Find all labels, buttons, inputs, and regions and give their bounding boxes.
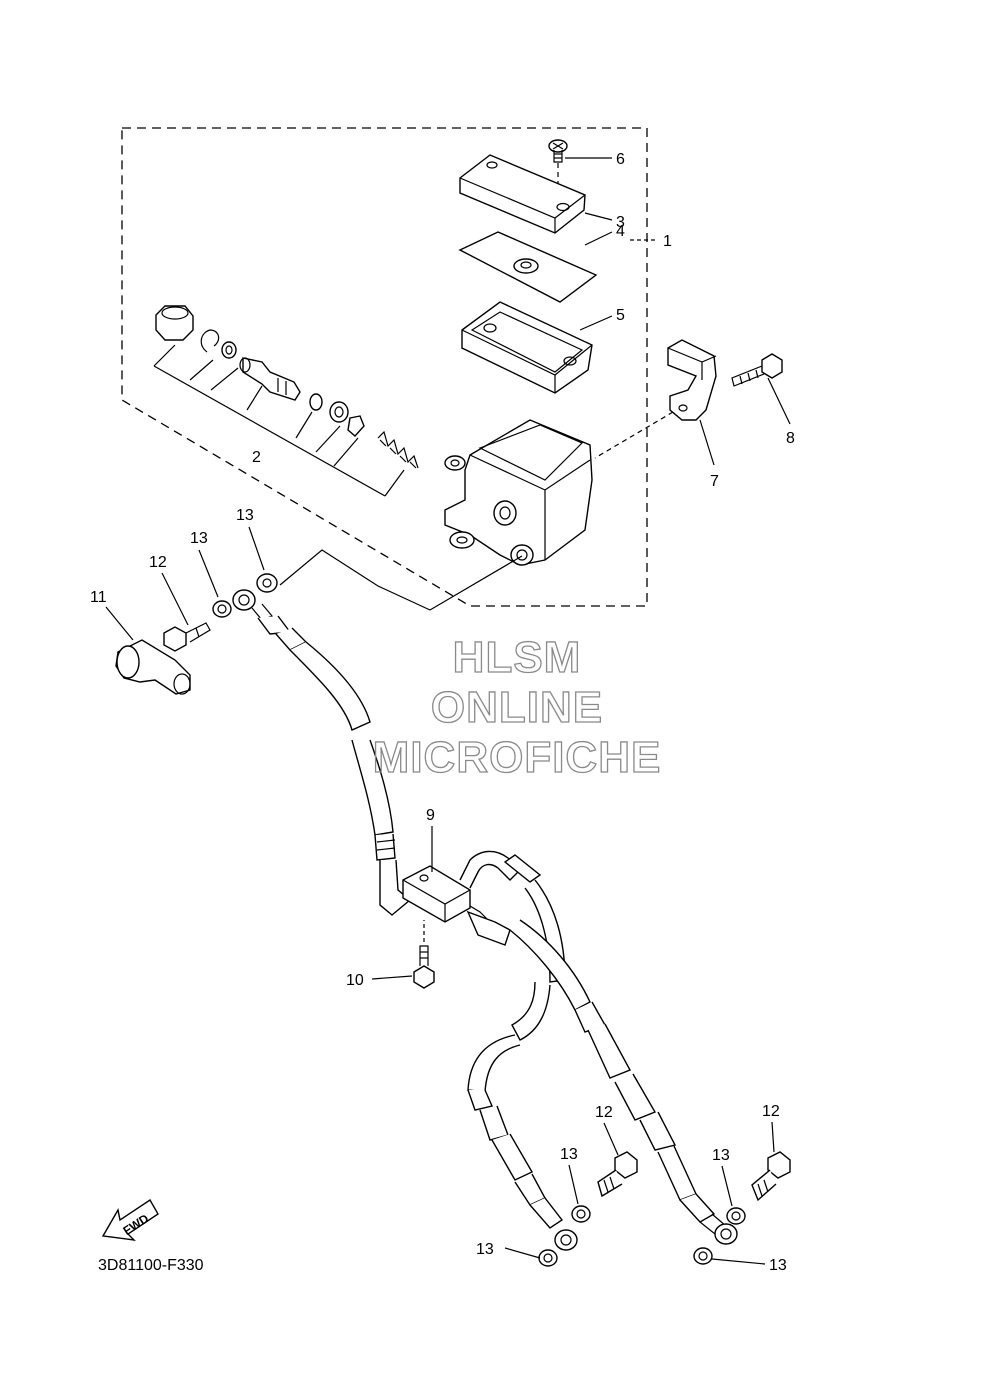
callout-13-b: 13 [190, 530, 208, 547]
cap-part [115, 639, 191, 695]
callout-9: 9 [426, 807, 435, 824]
brake-hose-part [232, 589, 412, 916]
washer-hole [543, 1253, 553, 1263]
forward-arrow-icon: FWD [101, 1199, 159, 1241]
callout-13-c: 13 [560, 1146, 578, 1163]
diaphragm-part [461, 301, 593, 394]
watermark-line-3: MICROFICHE [373, 733, 662, 782]
washer-hole [698, 1251, 708, 1261]
callout-12-b: 12 [595, 1104, 613, 1121]
holder-bolt-part [731, 353, 783, 387]
callout-11: 11 [90, 589, 107, 606]
master-cylinder-body-part [444, 419, 593, 566]
callout-1: 1 [663, 233, 672, 250]
callout-13-f: 13 [769, 1257, 787, 1274]
washer-part [212, 600, 232, 618]
brake-hose-part [503, 854, 738, 1245]
washer-hole [576, 1209, 586, 1219]
diagram-code: 3D81100-F330 [98, 1257, 204, 1274]
watermark-line-2: ONLINE [431, 683, 603, 732]
joint-block-part [402, 850, 521, 946]
washer-part [571, 1205, 591, 1223]
callout-2: 2 [252, 449, 261, 466]
washer-hole [731, 1211, 741, 1221]
assembly-boundary [121, 127, 648, 607]
callout-4: 4 [616, 223, 625, 240]
piston-kit-part [153, 305, 419, 497]
callout-5: 5 [616, 307, 625, 324]
callout-13-d: 13 [712, 1147, 730, 1164]
diaphragm-plate-part [458, 231, 598, 303]
washer-part [693, 1247, 713, 1265]
callout-8: 8 [786, 430, 795, 447]
callout-7: 7 [710, 473, 719, 490]
leader-lines [105, 157, 791, 1265]
union-bolt-part [163, 622, 211, 652]
washer-hole [262, 578, 272, 588]
washer-hole [217, 604, 227, 614]
union-bolt-part [751, 1151, 791, 1202]
washer-part [256, 573, 278, 593]
callout-12-c: 12 [762, 1103, 780, 1120]
union-bolt-part [597, 1151, 638, 1198]
callout-6: 6 [616, 151, 625, 168]
callout-12-a: 12 [149, 554, 167, 571]
callout-3: 3 [616, 214, 625, 231]
holder-part [594, 339, 717, 459]
watermark-line-1: HLSM [453, 633, 582, 682]
reservoir-cap-part [459, 154, 586, 234]
washer-part [538, 1249, 558, 1267]
callout-13-a: 13 [236, 507, 254, 524]
washer-part [726, 1207, 746, 1225]
callout-10: 10 [346, 972, 364, 989]
brake-hose-part [467, 981, 578, 1251]
callout-13-e: 13 [476, 1241, 494, 1258]
outlet-leader [279, 549, 523, 611]
joint-bolt-part [413, 920, 435, 989]
